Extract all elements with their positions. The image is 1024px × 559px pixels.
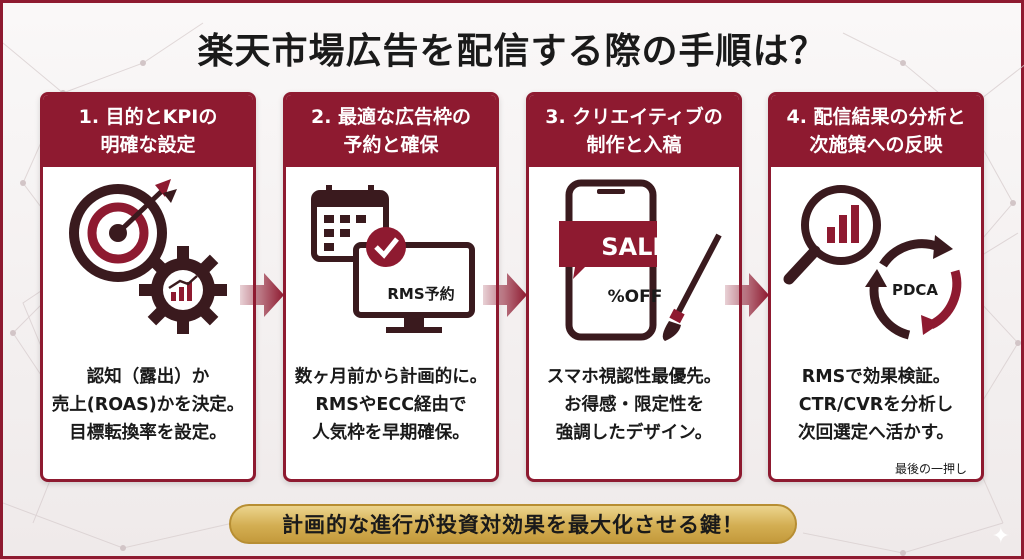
step-title-line1: 1. 目的とKPIの (78, 106, 218, 128)
sale-label: SALE (601, 233, 669, 261)
calendar-monitor-illustration (311, 185, 475, 333)
step-description-line: 次回選定へ活かす。 (798, 423, 954, 443)
step-title-line2: 制作と入稿 (586, 134, 682, 156)
step-title-line1: 2. 最適な広告枠の (310, 106, 472, 128)
step-header-4: 4. 配信結果の分析と 次施策への反映 (771, 95, 981, 167)
sparkle-icon: ✦ (991, 524, 1010, 549)
step-card-1: 1. 目的とKPIの 明確な設定 (40, 92, 256, 482)
summary-banner: 計画的な進行が投資対効果を最大化させる鍵！ (229, 504, 797, 544)
page-title: 楽天市場広告を配信する際の手順は？ (197, 31, 827, 72)
step-footnote: 最後の一押し (894, 462, 967, 476)
arrow-right-icon (240, 273, 284, 317)
magnifier-chart-icon (783, 185, 881, 285)
smartphone-brush-illustration (559, 179, 722, 341)
step-title-line2: 次施策への反映 (809, 134, 943, 156)
step-description-line: 目標転換率を設定。 (69, 423, 227, 443)
step-title-line1: 3. クリエイティブの (545, 106, 723, 128)
step-header-2: 2. 最適な広告枠の 予約と確保 (286, 95, 496, 167)
gear-chart-icon (139, 246, 227, 334)
magnifier-cycle-illustration (783, 185, 962, 340)
step-title-line2: 明確な設定 (100, 134, 196, 156)
step-description-1: 認知（露出）か 売上(ROAS)かを決定。 目標転換率を設定。 (43, 363, 253, 447)
step-description-2: 数ヶ月前から計画的に。 RMSやECC経由で 人気枠を早期確保。 (286, 363, 496, 447)
arrow-right-icon (725, 273, 769, 317)
step-description-line: 数ヶ月前から計画的に。 (294, 367, 488, 387)
monitor-label: RMS予約 (387, 285, 455, 303)
step-description-line: 強調したデザイン。 (555, 423, 713, 443)
step-description-line: 認知（露出）か (86, 367, 210, 387)
step-card-3: 3. クリエイティブの 制作と入稿 SALE %OFF スマホ視認性最優先。 お… (526, 92, 742, 482)
target-icon (69, 179, 177, 282)
target-gear-illustration (69, 179, 227, 334)
step-description-line: お得感・限定性を (564, 395, 704, 415)
cycle-arrows-icon (865, 235, 962, 340)
step-title-line1: 4. 配信結果の分析と (786, 106, 966, 128)
step-description-line: RMSで効果検証。 (801, 367, 951, 387)
step-card-2: 2. 最適な広告枠の 予約と確保 RMS予約 数ヶ月前から計画的に。 RMSやE (283, 92, 499, 482)
off-label: %OFF (607, 287, 663, 307)
step-description-3: スマホ視認性最優先。 お得感・限定性を 強調したデザイン。 (529, 363, 739, 447)
step-description-line: スマホ視認性最優先。 (546, 367, 722, 387)
paintbrush-icon (662, 233, 722, 341)
step-title-line2: 予約と確保 (343, 134, 439, 156)
cycle-label: PDCA (891, 281, 939, 299)
arrow-right-icon (483, 273, 527, 317)
step-header-3: 3. クリエイティブの 制作と入稿 (529, 95, 739, 167)
step-description-line: 人気枠を早期確保。 (312, 423, 470, 443)
step-description-line: 売上(ROAS)かを決定。 (51, 395, 245, 415)
step-header-1: 1. 目的とKPIの 明確な設定 (43, 95, 253, 167)
step-card-4: 4. 配信結果の分析と 次施策への反映 PDCA RMSで効果検証。 CTR/C… (768, 92, 984, 482)
checkmark-badge-icon (366, 227, 406, 267)
sale-tag-icon (559, 221, 657, 279)
step-description-line: RMSやECC経由で (315, 395, 467, 415)
step-description-4: RMSで効果検証。 CTR/CVRを分析し 次回選定へ活かす。 (771, 363, 981, 447)
step-description-line: CTR/CVRを分析し (798, 395, 954, 415)
